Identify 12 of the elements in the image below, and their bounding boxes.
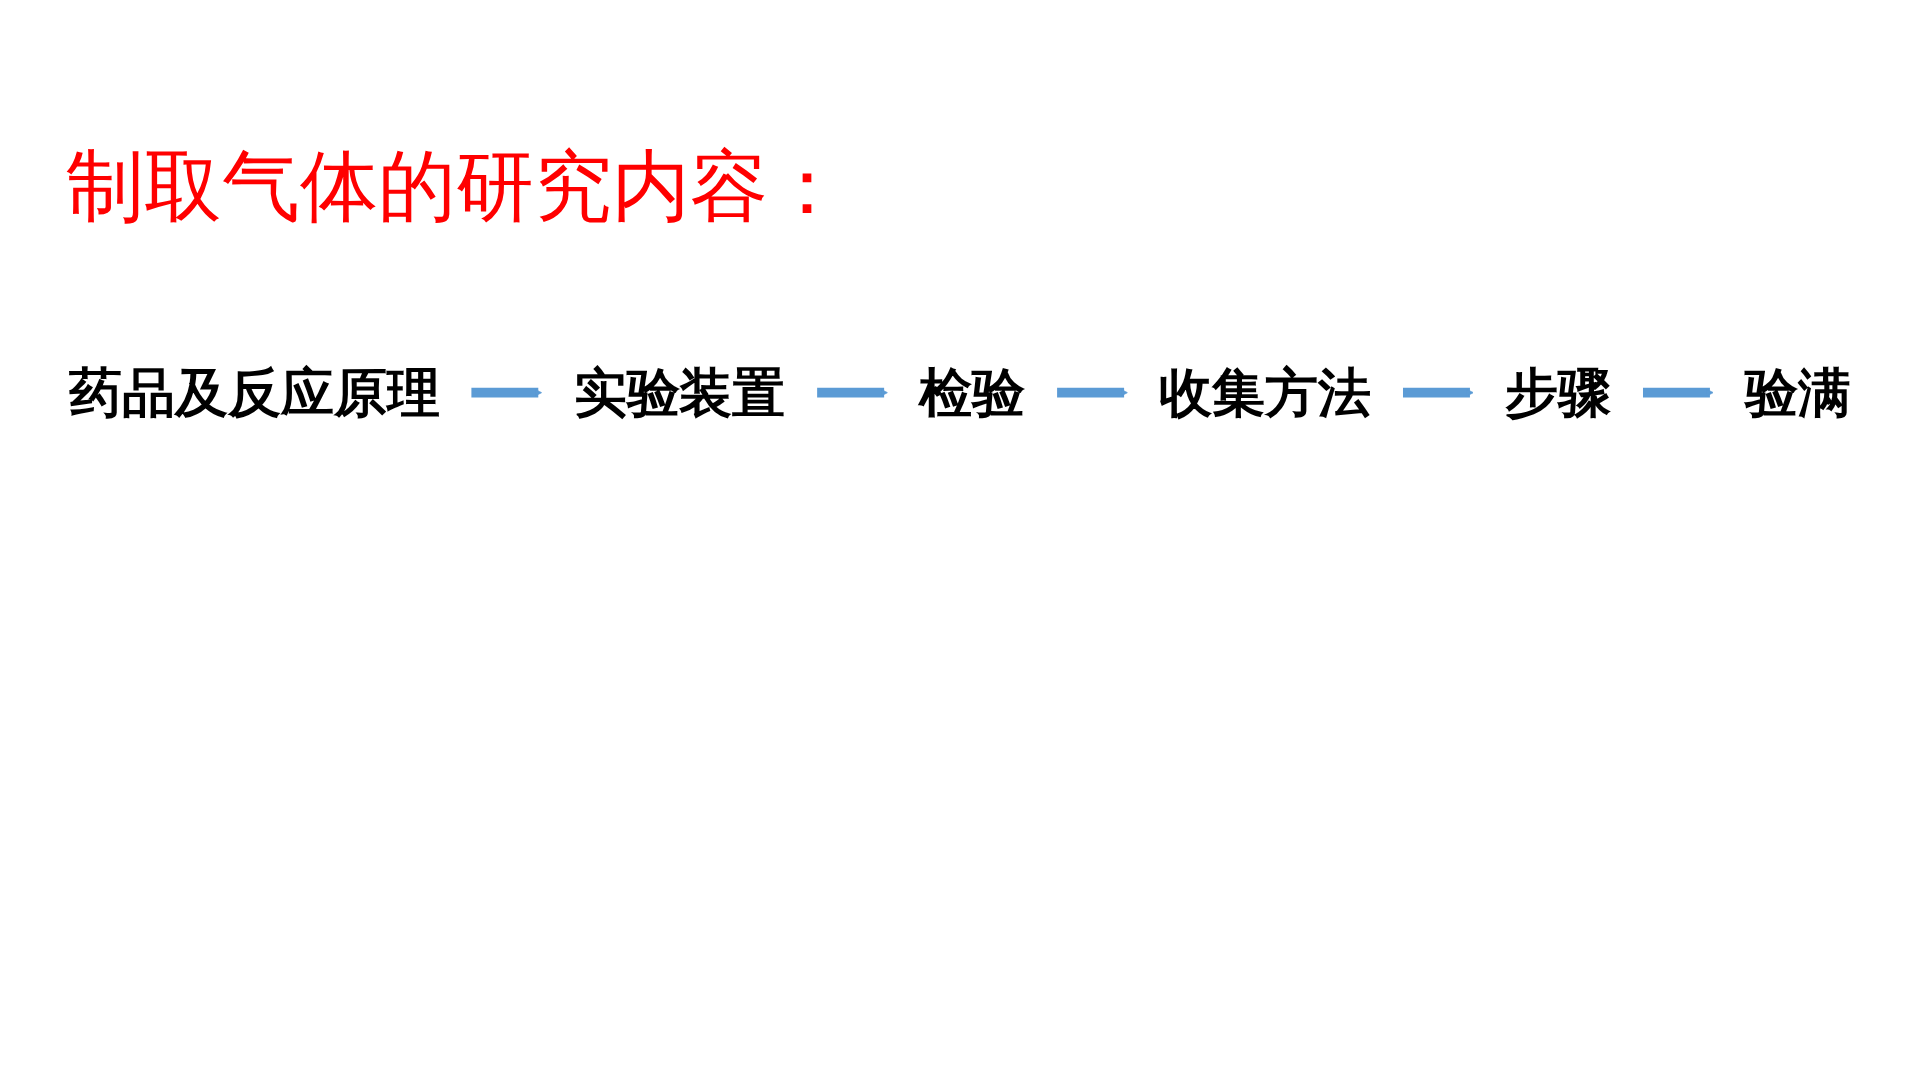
node-text: 实验装置 <box>573 361 786 424</box>
node-text: 药品及反应原理 <box>68 361 440 424</box>
arrow <box>1642 387 1714 398</box>
node-text: 收集方法 <box>1159 361 1372 424</box>
node-text: 验满 <box>1745 361 1852 424</box>
arrow <box>1402 387 1474 398</box>
title-text: 制取气体的研究内容： <box>66 140 846 233</box>
arrow <box>817 387 888 398</box>
node-text: 步骤 <box>1505 361 1612 424</box>
arrow <box>1057 387 1128 398</box>
node-text: 检验 <box>919 361 1026 424</box>
arrow <box>471 387 543 398</box>
